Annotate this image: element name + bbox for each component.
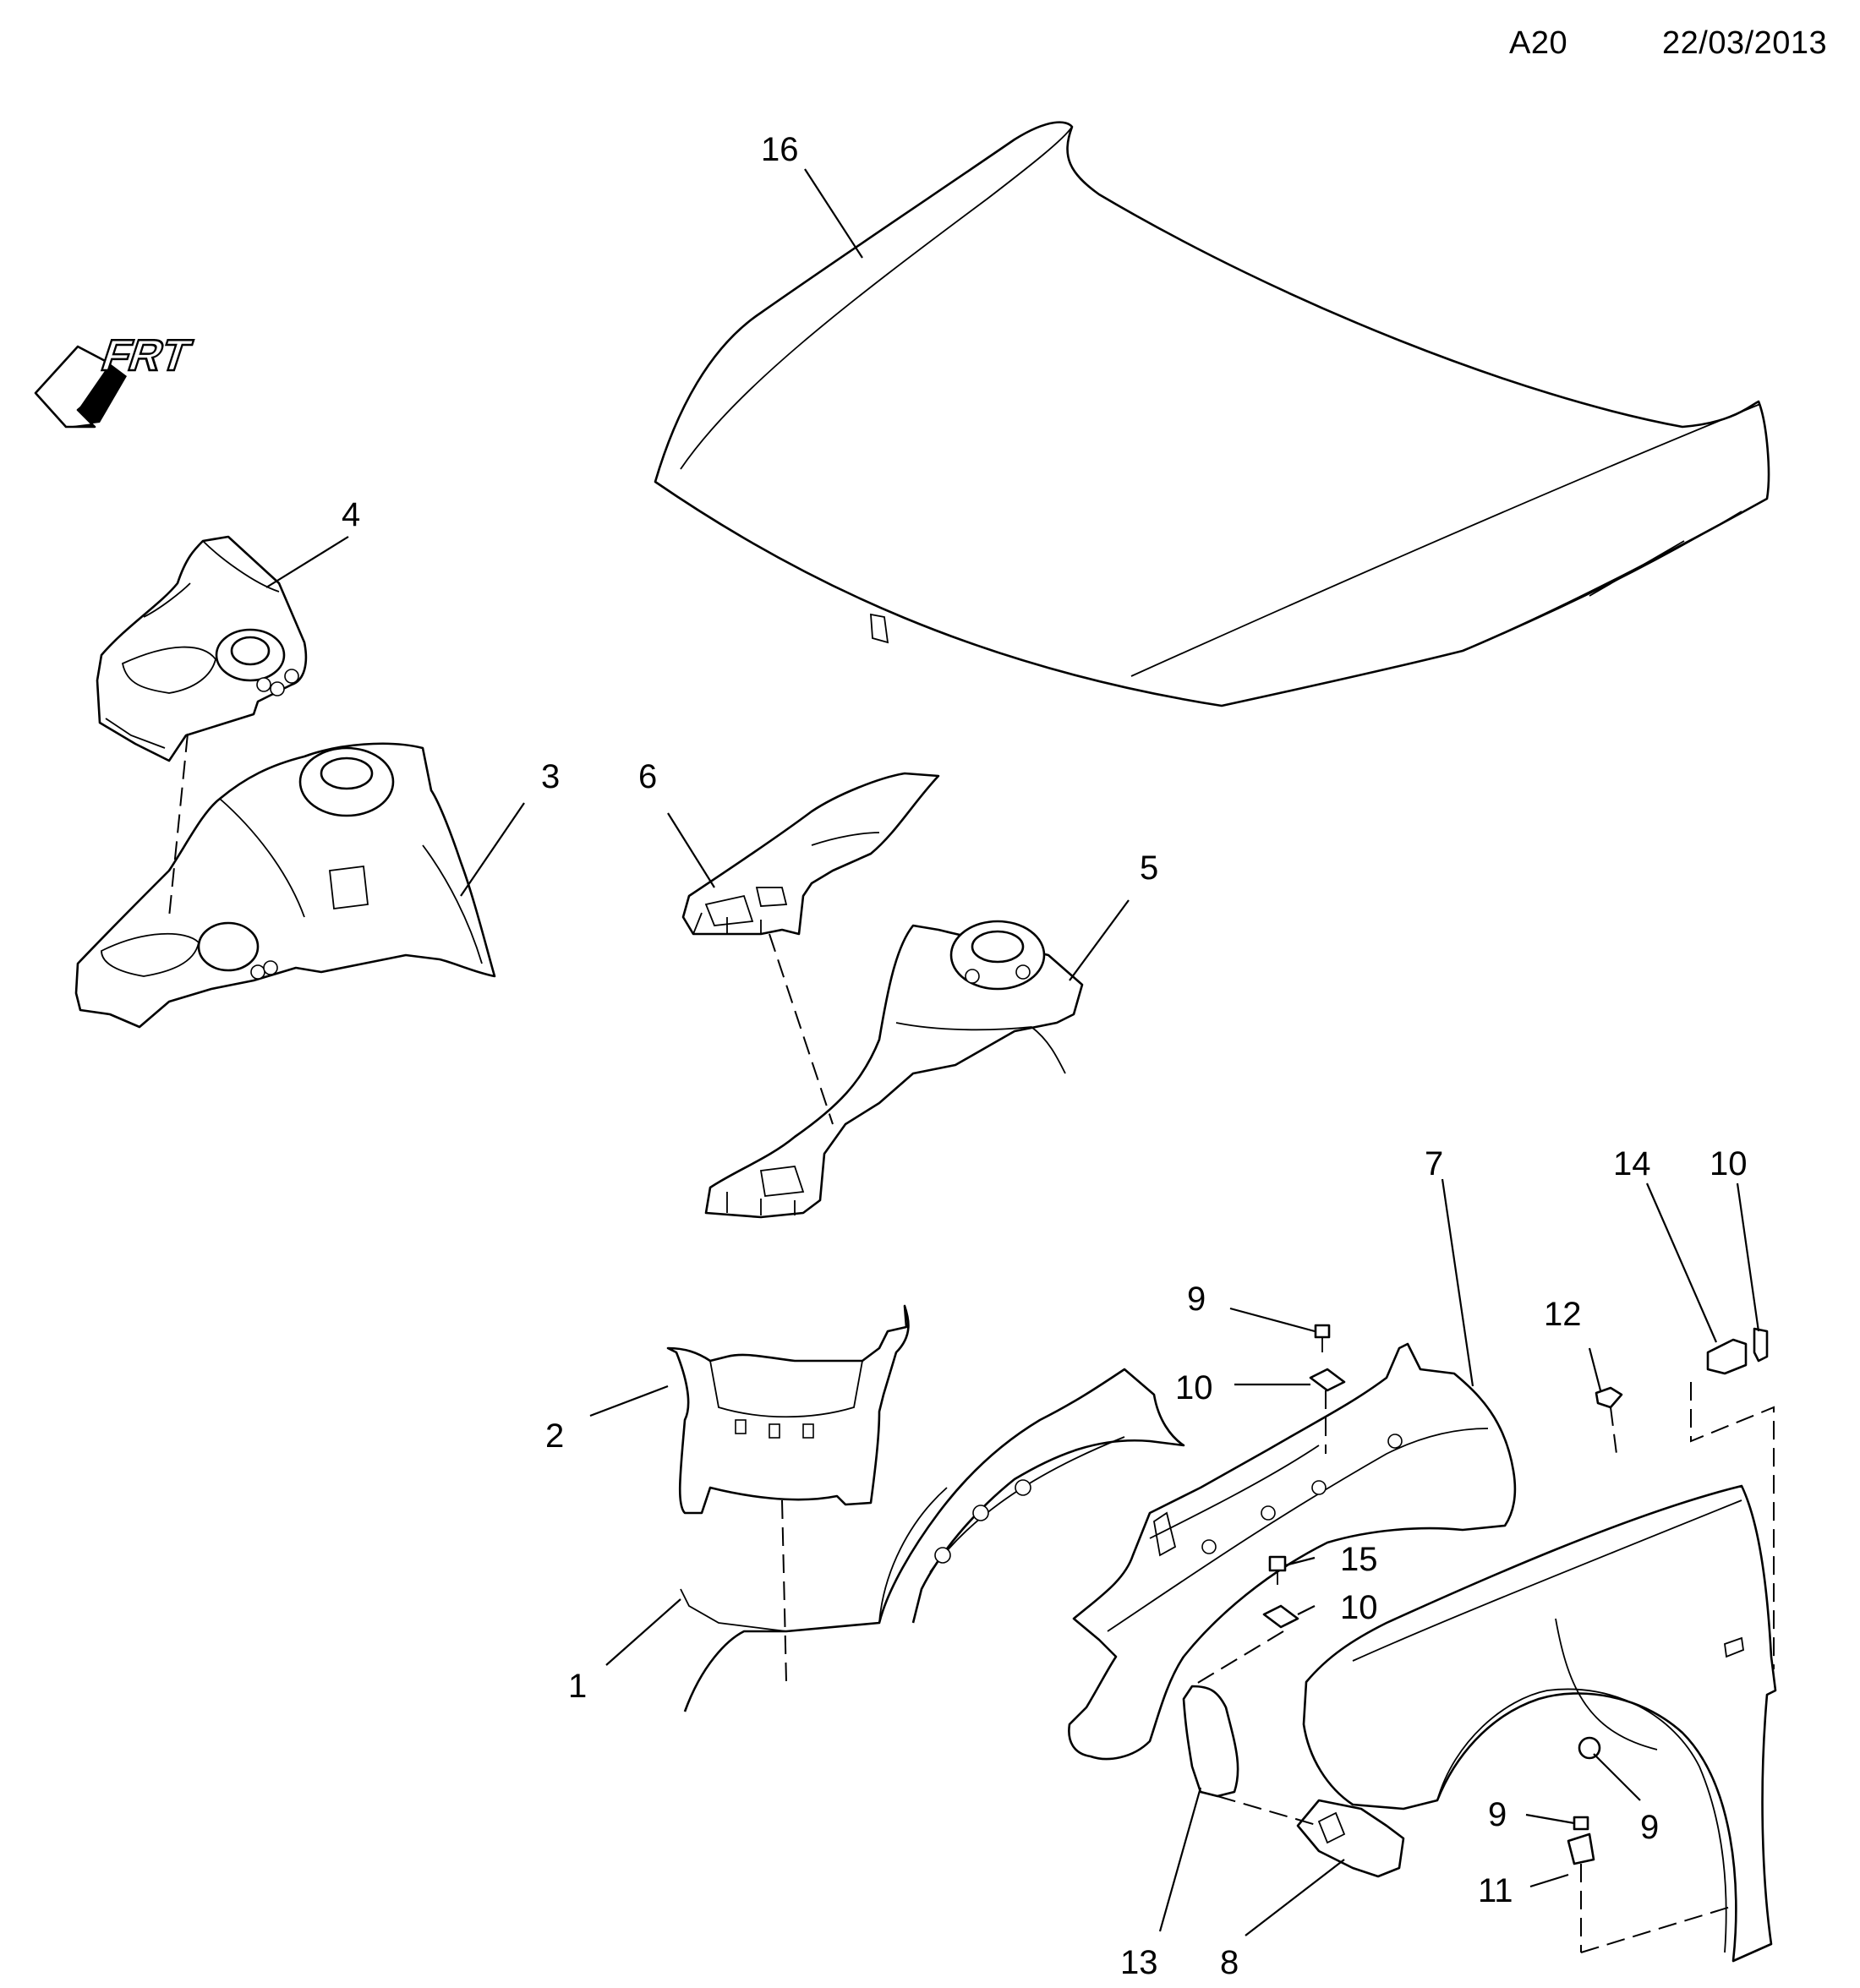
nut-10-upper (1309, 1368, 1346, 1392)
front-direction-arrow-icon: FRT (34, 330, 199, 429)
fender-clip (1706, 1327, 1769, 1375)
upper-rail-panel (681, 772, 940, 936)
wheelhouse-bracket (666, 1304, 910, 1515)
callout-11: 11 (1478, 1872, 1513, 1909)
callout-4: 4 (342, 496, 360, 533)
callout-5: 5 (1140, 849, 1158, 887)
wheelhouse-assembly (74, 742, 496, 1029)
fender-retainer (1595, 1386, 1623, 1409)
callout-1: 1 (568, 1668, 587, 1705)
inner-wheelhouse-panel (680, 1368, 1185, 1712)
front-fender (1302, 1484, 1777, 1963)
callout-13: 13 (1120, 1944, 1158, 1981)
callout-10-upper: 10 (1175, 1369, 1213, 1406)
callout-12: 12 (1544, 1296, 1582, 1333)
strut-tower-upper-panel (96, 535, 308, 762)
leader-lines (265, 168, 1760, 1936)
bolt-9-upper (1314, 1324, 1331, 1352)
callout-3: 3 (541, 758, 560, 795)
hood-panel (654, 121, 1770, 707)
diagram-date: 22/03/2013 (1662, 25, 1828, 61)
bolt-15 (1268, 1555, 1287, 1585)
assembly-lines (168, 733, 1775, 1953)
fender-lower-bracket (1296, 1799, 1405, 1878)
rail-strut-tower-assembly (704, 920, 1084, 1219)
callout-labels: 16 4 3 6 5 7 14 10 9 12 10 2 15 10 1 9 9… (342, 131, 1748, 1981)
callout-6: 6 (638, 758, 657, 795)
callout-14: 14 (1613, 1145, 1651, 1182)
callout-9-lower: 9 (1488, 1796, 1507, 1833)
bolt-9-lower (1573, 1816, 1589, 1831)
page-code: A20 (1509, 25, 1568, 61)
callout-10-lower: 10 (1340, 1589, 1378, 1626)
front-apron-panel (1068, 1342, 1517, 1761)
callout-16: 16 (761, 131, 799, 168)
callout-10-top: 10 (1710, 1145, 1748, 1182)
nut-10-lower (1262, 1604, 1299, 1629)
frt-label: FRT (96, 331, 197, 380)
callout-9-fender: 9 (1640, 1809, 1659, 1846)
callout-7: 7 (1425, 1145, 1443, 1182)
fender-mount-bracket (1182, 1685, 1239, 1798)
callout-9-upper: 9 (1187, 1281, 1206, 1318)
callout-15: 15 (1340, 1541, 1378, 1578)
nut-11 (1567, 1832, 1595, 1865)
bolt-9-fender (1578, 1736, 1601, 1760)
callout-2: 2 (545, 1417, 564, 1455)
callout-8: 8 (1220, 1944, 1239, 1981)
